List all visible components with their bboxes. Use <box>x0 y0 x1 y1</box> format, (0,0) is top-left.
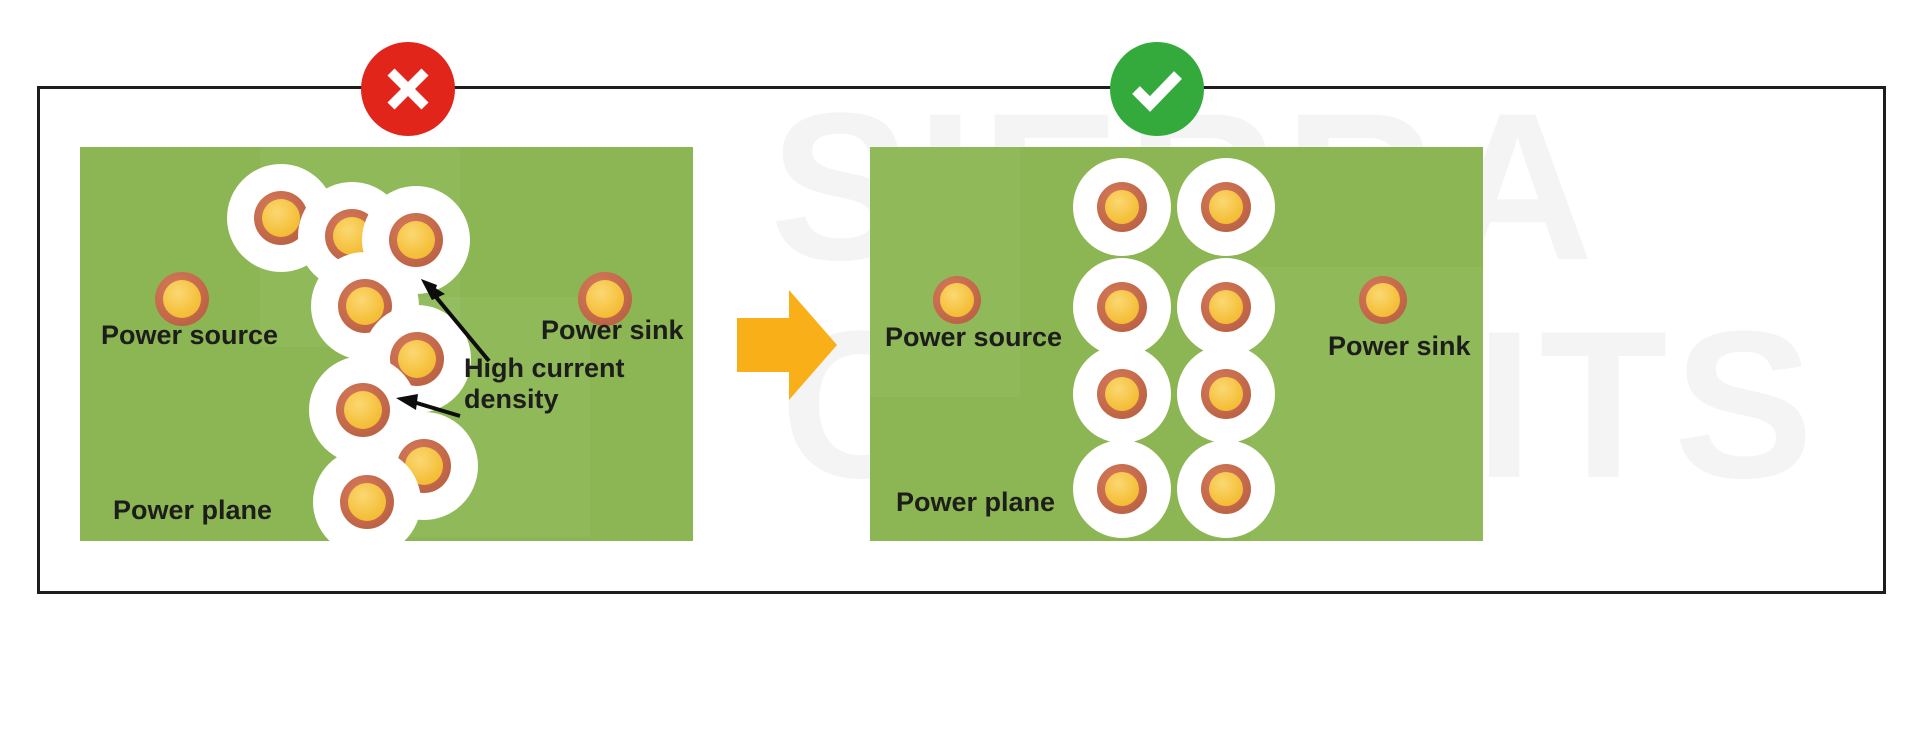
annotation-line-1: High current <box>464 353 625 383</box>
label-power-sink-right: Power sink <box>1328 331 1471 361</box>
via-stitch <box>1177 345 1275 443</box>
via-stitch <box>1073 345 1171 443</box>
via-stitch <box>1073 158 1171 256</box>
via-stitch <box>1073 258 1171 356</box>
diagram-frame <box>37 86 1886 594</box>
annotation-line-2: density <box>464 384 559 415</box>
board-correct <box>870 147 1483 541</box>
board-tint <box>870 147 1020 397</box>
right-arrow-icon <box>737 290 837 400</box>
check-icon <box>1132 71 1182 112</box>
label-power-plane-right: Power plane <box>896 487 1056 517</box>
label-power-sink-left: Power sink <box>541 315 684 345</box>
via-stitch <box>362 186 470 294</box>
cross-icon <box>387 68 429 110</box>
via-power-source <box>933 276 981 324</box>
via-stitch <box>313 448 421 556</box>
via-hole <box>163 280 201 318</box>
label-power-plane-left: Power plane <box>113 495 273 525</box>
via-hole <box>262 199 300 237</box>
label-high-current-density: High current density <box>464 353 664 416</box>
label-power-source-left: Power source <box>101 320 279 350</box>
status-badge-correct <box>1110 42 1204 136</box>
label-power-source-right: Power source <box>885 322 1063 352</box>
via-power-source <box>155 272 209 326</box>
via-power-sink <box>1359 276 1407 324</box>
via-stitch <box>1073 440 1171 538</box>
via-stitch <box>1177 440 1275 538</box>
via-stitch <box>1177 258 1275 356</box>
status-badge-incorrect <box>361 42 455 136</box>
via-stitch <box>1177 158 1275 256</box>
via-power-sink <box>578 272 632 326</box>
